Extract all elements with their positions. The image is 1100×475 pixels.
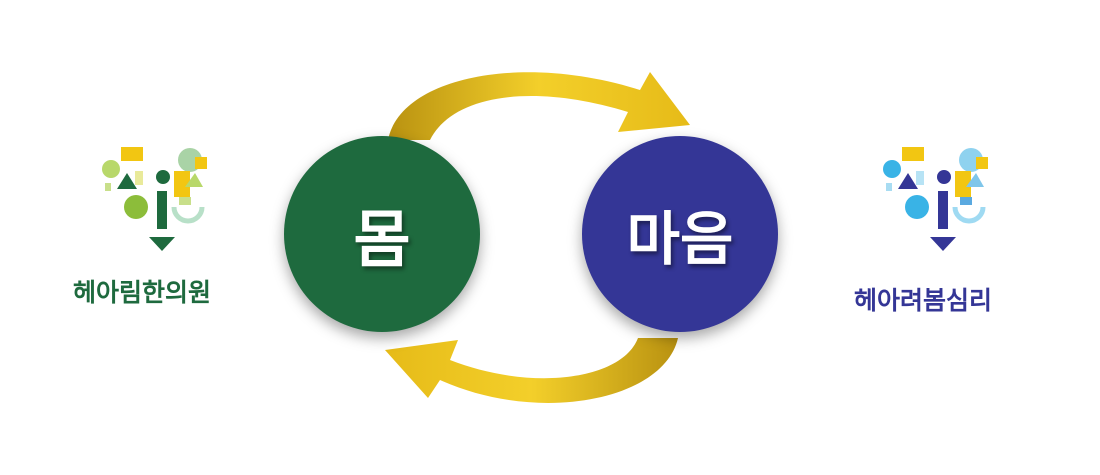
left-logo-name: 헤아림한의원 xyxy=(72,278,211,307)
mind-label: 마음 xyxy=(626,205,734,273)
right-logo-name: 헤아려봄심리 xyxy=(853,286,992,315)
bottom-arrow xyxy=(385,338,678,403)
body-circle: 몸 xyxy=(284,136,480,332)
top-arrow xyxy=(388,72,690,140)
geometric-heart-logo-icon xyxy=(883,147,988,251)
geometric-heart-logo-icon xyxy=(102,147,207,251)
right-logo: 헤아려봄심리 xyxy=(838,145,1008,317)
body-label: 몸 xyxy=(353,203,411,276)
left-logo: 헤아림한의원 xyxy=(57,145,227,309)
mind-circle: 마음 xyxy=(582,136,778,332)
